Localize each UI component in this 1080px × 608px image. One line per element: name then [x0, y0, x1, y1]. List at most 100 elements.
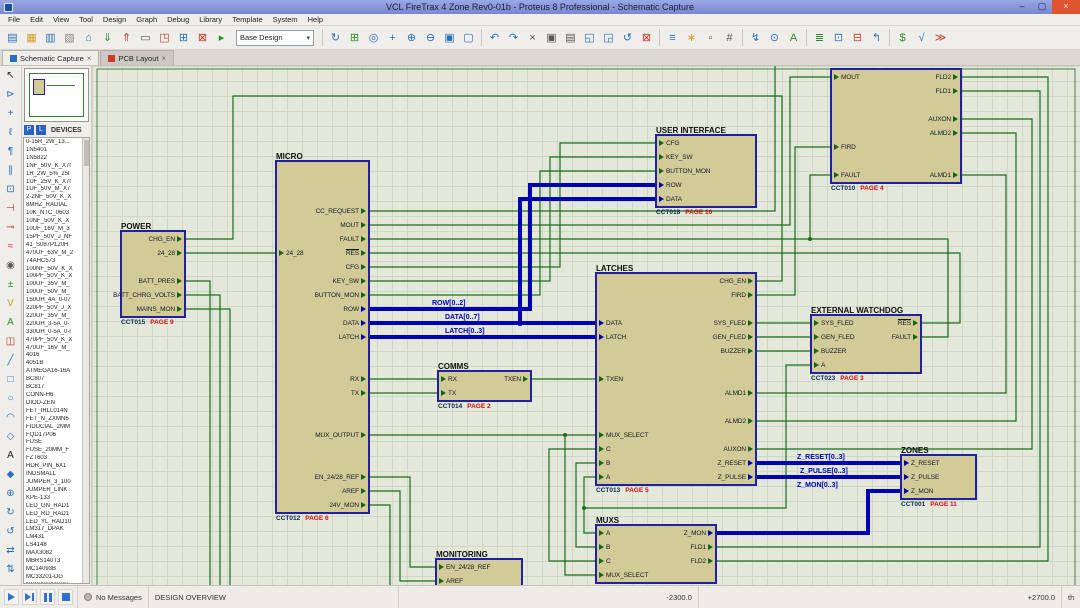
block-pin[interactable]: TXEN: [599, 372, 753, 386]
device-item[interactable]: 1N5822: [26, 154, 48, 161]
block-pin[interactable]: ROW: [659, 178, 753, 192]
virtual-instruments-mode-icon[interactable]: ◫: [0, 332, 21, 351]
remove-sheet-icon[interactable]: ⊟: [848, 28, 867, 48]
block-pin[interactable]: RES: [814, 316, 918, 330]
menu-item[interactable]: File: [8, 15, 21, 24]
design-selector[interactable]: Base Design ▾: [236, 29, 314, 46]
device-item[interactable]: 1UF_25V_K_X7l: [26, 178, 71, 185]
close-project-icon[interactable]: ▧: [60, 28, 79, 48]
block-pin[interactable]: B: [599, 456, 753, 470]
circle-2d-icon[interactable]: ○: [0, 389, 21, 408]
false-origin-icon[interactable]: ◎: [364, 28, 383, 48]
block-pin[interactable]: ALMD2: [834, 126, 958, 140]
block-pin[interactable]: BATT_PRES: [124, 274, 182, 288]
zoom-area-icon[interactable]: ▢: [459, 28, 478, 48]
device-item[interactable]: MC33201-DG: [26, 573, 64, 580]
block-pin[interactable]: FIRD: [834, 140, 958, 154]
menu-item[interactable]: Graph: [136, 15, 158, 24]
device-item[interactable]: CONN-H6: [26, 392, 54, 398]
bus-label[interactable]: Z_MON[0..3]: [797, 482, 838, 489]
menu-item[interactable]: Tool: [79, 15, 93, 24]
device-item[interactable]: LM431: [26, 534, 45, 541]
new-root-sheet-icon[interactable]: ⊡: [829, 28, 848, 48]
block-pin[interactable]: BATT_CHRG_VOLTS: [113, 288, 182, 302]
block-copy-icon[interactable]: ◱: [580, 28, 599, 48]
block-pin[interactable]: CFG: [659, 136, 753, 150]
tab-close-icon[interactable]: ×: [161, 53, 167, 63]
devices-scrollbar-thumb[interactable]: [84, 140, 89, 166]
device-item[interactable]: 100UF_50V_M_: [26, 289, 70, 296]
device-item[interactable]: 470UF_16V_M_: [26, 344, 70, 351]
schematic-canvas[interactable]: ROW[0..2] DATA[0..7] LATCH[0..3] Z_RESET…: [92, 66, 1080, 585]
device-item[interactable]: 10K_NTC_0603: [26, 210, 70, 217]
device-item[interactable]: 220UF_35V_M_: [26, 312, 70, 319]
redraw-icon[interactable]: ↻: [326, 28, 345, 48]
zoom-all-icon[interactable]: ▣: [440, 28, 459, 48]
block-pin[interactable]: A: [599, 526, 713, 540]
device-item[interactable]: MC14093B: [26, 565, 57, 572]
path-2d-icon[interactable]: ◇: [0, 427, 21, 446]
device-item[interactable]: 470PF_50V_K_X: [26, 336, 73, 343]
block-pin[interactable]: FAULT: [814, 330, 918, 344]
text-2d-icon[interactable]: A: [0, 446, 21, 465]
device-item[interactable]: FZT603: [26, 455, 48, 462]
packaging-tool-icon[interactable]: ▫: [701, 28, 720, 48]
block-pin[interactable]: LATCH: [599, 330, 753, 344]
block-pin[interactable]: EN_24/28_REF: [439, 560, 519, 574]
junction-dot-mode-icon[interactable]: +: [0, 104, 21, 123]
device-item[interactable]: 4051B: [26, 360, 44, 367]
menu-item[interactable]: Edit: [30, 15, 44, 24]
current-probe-mode-icon[interactable]: A: [0, 313, 21, 332]
block-pin[interactable]: AREF: [279, 484, 366, 498]
device-item[interactable]: 1N5401: [26, 146, 48, 153]
device-item[interactable]: 2-2NF_50V_K_X: [26, 194, 72, 201]
pause-button[interactable]: [40, 589, 55, 605]
block-pin[interactable]: GEN_FLED: [814, 330, 918, 344]
block-pin[interactable]: AREF: [439, 574, 519, 585]
device-item[interactable]: JUMPER_3_100: [26, 478, 71, 485]
block-pin[interactable]: EN_24/28_REF: [279, 470, 366, 484]
device-item[interactable]: 1R_2W_5%_25l: [26, 170, 70, 177]
menu-item[interactable]: Help: [307, 15, 324, 24]
block-pin[interactable]: TX: [279, 386, 366, 400]
block-move-icon[interactable]: ◲: [599, 28, 618, 48]
undo-icon[interactable]: ↶: [485, 28, 504, 48]
subcircuit-mode-icon[interactable]: ⊡: [0, 180, 21, 199]
device-item[interactable]: 150UH_4A_0-07: [26, 297, 71, 304]
block-pin[interactable]: A: [599, 470, 753, 484]
design-explorer-icon[interactable]: ≣: [810, 28, 829, 48]
device-pins-mode-icon[interactable]: ⊸: [0, 218, 21, 237]
goto-sheet-icon[interactable]: ↰: [867, 28, 886, 48]
block-pin[interactable]: 24_28: [279, 246, 366, 260]
marker-2d-icon[interactable]: ⊕: [0, 484, 21, 503]
device-item[interactable]: 41_S087P120H: [26, 241, 69, 248]
menu-item[interactable]: Template: [232, 15, 263, 24]
menu-item[interactable]: View: [53, 15, 70, 24]
block-pin[interactable]: ALMD1: [834, 168, 958, 182]
device-item[interactable]: 10UF_16V_M_3: [26, 225, 70, 232]
voltage-probe-mode-icon[interactable]: V: [0, 294, 21, 313]
block-pin[interactable]: FLD2: [599, 554, 713, 568]
bus-label[interactable]: Z_PULSE[0..3]: [800, 468, 848, 475]
generator-mode-icon[interactable]: ±: [0, 275, 21, 294]
document-tab[interactable]: Schematic Capture ×: [2, 50, 100, 65]
device-item[interactable]: BC817: [26, 384, 45, 391]
block-pin[interactable]: AUXON: [599, 442, 753, 456]
block-pin[interactable]: C: [599, 442, 753, 456]
block-pin[interactable]: Z_PULSE: [599, 470, 753, 484]
block-pin[interactable]: MUX_SELECT: [599, 568, 713, 582]
bus-label[interactable]: DATA[0..7]: [445, 314, 480, 321]
device-item[interactable]: ATMEGA16-16A: [26, 368, 71, 375]
text-script-mode-icon[interactable]: ¶: [0, 142, 21, 161]
mirror-x-icon[interactable]: ⇄: [0, 541, 21, 560]
search-tag-icon[interactable]: ⊙: [765, 28, 784, 48]
block-pin[interactable]: Z_RESET: [904, 456, 973, 470]
bus-label[interactable]: ROW[0..2]: [432, 300, 465, 307]
block-pin[interactable]: SYS_FLED: [599, 316, 753, 330]
open-project-icon[interactable]: ▦: [22, 28, 41, 48]
block-pin[interactable]: C: [599, 554, 713, 568]
